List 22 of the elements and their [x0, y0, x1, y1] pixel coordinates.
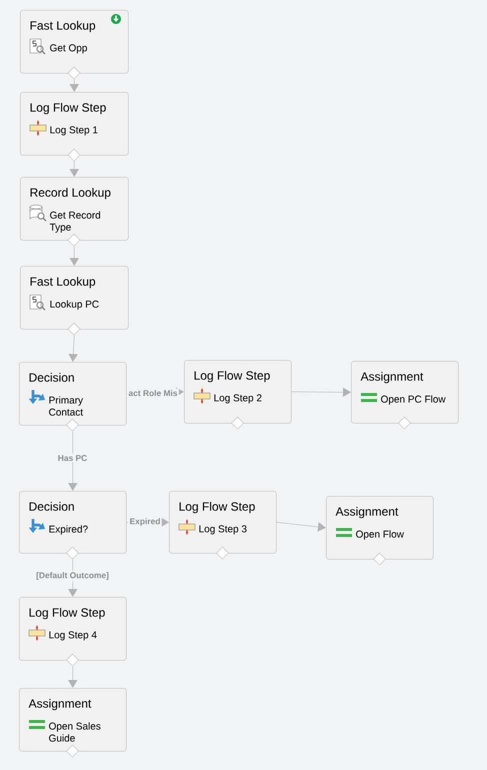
- arrow: [70, 161, 79, 177]
- edge-label: Has PC: [56, 454, 89, 462]
- arrow: [68, 666, 78, 688]
- process-box: Fast Lookup Lookup PC: [20, 266, 129, 330]
- arrow: [68, 559, 78, 597]
- arrow: [68, 431, 78, 491]
- arrow: [70, 79, 79, 92]
- process-box: Decision Expired?: [19, 491, 127, 554]
- arrow: [70, 246, 79, 266]
- edge-label: act Role Mis: [127, 388, 179, 398]
- process-box: Log Flow Step Log Step 2: [184, 360, 292, 424]
- process-box: Record Lookup Get Record Type: [20, 177, 129, 241]
- arrow: [68, 335, 78, 362]
- process-box: Log Flow Step Log Step 1: [20, 92, 129, 156]
- process-box: Assignment Open Flow: [326, 496, 434, 560]
- process-box: Decision Primary Contact: [19, 362, 127, 426]
- arrow: [291, 387, 351, 397]
- process-box: Assignment Open Sales Guide: [19, 688, 127, 752]
- process-box: Log Flow Step Log Step 3: [169, 491, 277, 554]
- process-box: Log Flow Step Log Step 4: [19, 597, 127, 661]
- process-box: Assignment Open PC Flow: [351, 361, 459, 424]
- process-box: Fast Lookup Get Opp: [20, 10, 129, 74]
